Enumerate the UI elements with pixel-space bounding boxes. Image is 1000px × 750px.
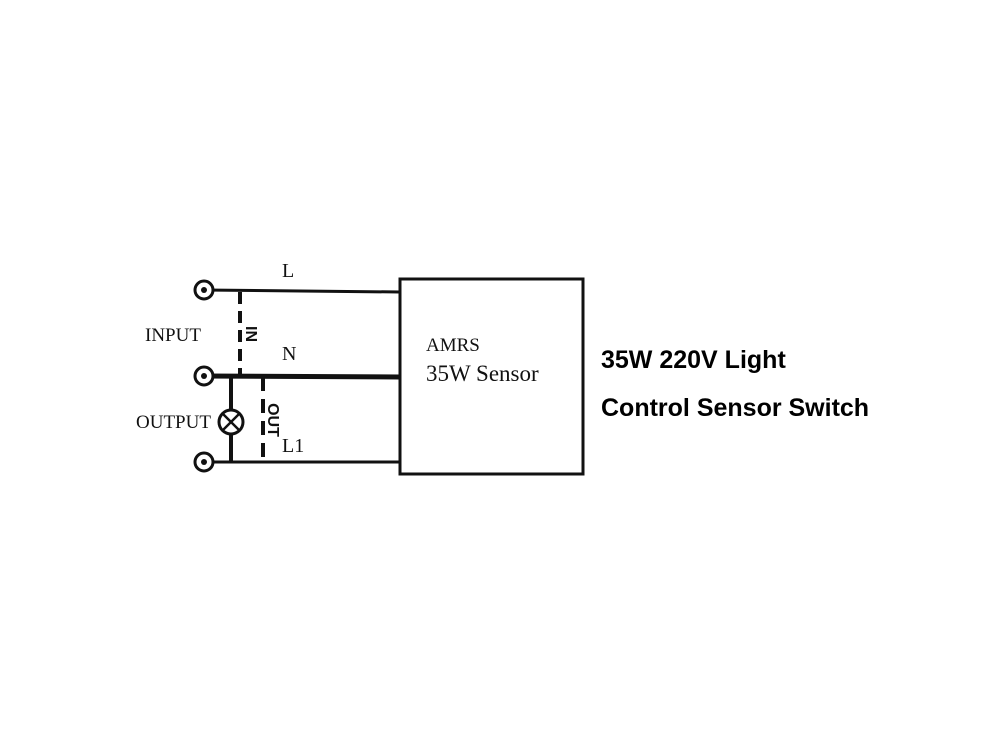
device-model: AMRS [426,335,480,356]
load-line-label: L1 [282,435,304,457]
terminal-line [193,279,215,301]
device-name: 35W Sensor [426,361,539,386]
lamp-icon [217,408,245,436]
caption-line-1: 35W 220V Light [601,346,786,374]
input-tag: IN [242,326,259,342]
terminal-neutral [193,365,215,387]
sensor-box [398,277,585,476]
output-label: OUTPUT [136,412,211,433]
wire-neutral [203,373,401,380]
caption-line-2: Control Sensor Switch [601,394,869,422]
terminal-load [193,451,215,473]
line-label: L [282,260,294,282]
wire-line [203,288,401,294]
input-label: INPUT [145,325,201,346]
output-tag: OUT [264,403,281,437]
neutral-label: N [282,343,296,365]
